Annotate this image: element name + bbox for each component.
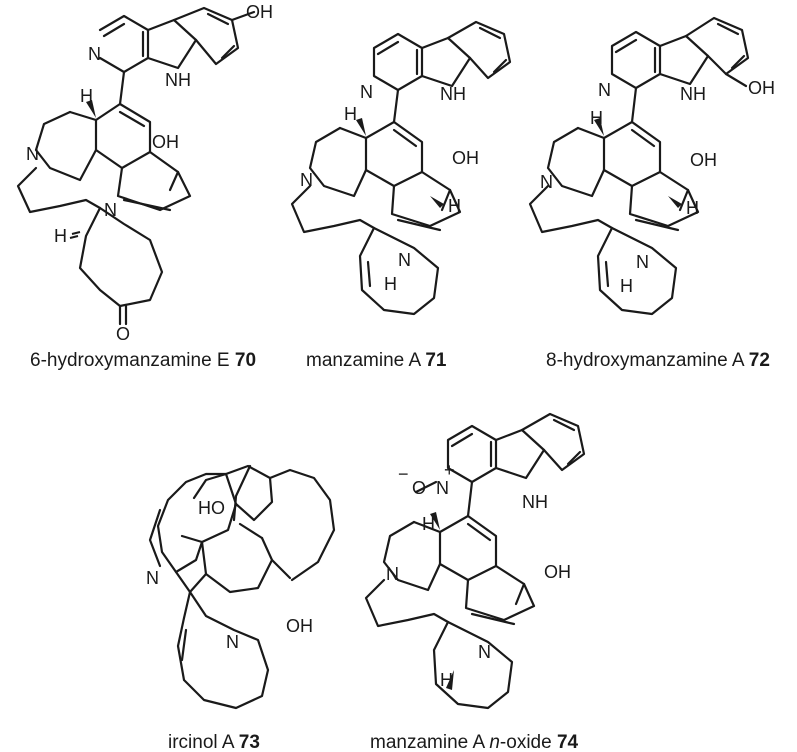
- oh-label: OH: [152, 132, 179, 152]
- oh-label: OH: [690, 150, 717, 170]
- n-label: N: [398, 250, 411, 270]
- compound-number: 71: [425, 350, 447, 371]
- ho-label: HO: [198, 498, 225, 518]
- n-label: N: [478, 642, 491, 662]
- n-label: N: [636, 252, 649, 272]
- nh-label: NH: [522, 492, 548, 512]
- n-label: N: [598, 80, 611, 100]
- o-label: O: [116, 324, 130, 344]
- compound-name-suffix: -oxide: [500, 732, 552, 752]
- compound-number: 73: [239, 732, 260, 752]
- h-label: H: [448, 196, 461, 216]
- oh-label: OH: [748, 78, 775, 98]
- structure-70: [16, 6, 256, 326]
- oh-label: OH: [544, 562, 571, 582]
- oh-label: OH: [246, 2, 273, 22]
- compound-name-italic: n: [489, 732, 500, 752]
- nh-label: NH: [680, 84, 706, 104]
- n-label: N: [146, 568, 159, 588]
- n-label: N: [540, 172, 553, 192]
- compound-name: manzamine A: [306, 350, 421, 371]
- h-label: H: [54, 226, 67, 246]
- n-label: N: [360, 82, 373, 102]
- minus-label: −: [398, 464, 409, 484]
- nh-label: NH: [165, 70, 191, 90]
- compound-caption-74: manzamine A n-oxide 74: [370, 732, 579, 752]
- o-minus-label: O: [412, 478, 426, 498]
- h-label: H: [686, 198, 699, 218]
- oh-label: OH: [286, 616, 313, 636]
- structure-72: [528, 16, 750, 316]
- n-label: N: [104, 200, 117, 220]
- compound-number: 70: [235, 350, 256, 371]
- plus-label: +: [444, 460, 455, 480]
- oh-label: OH: [452, 148, 479, 168]
- compound-caption-73: ircinol A 73: [168, 732, 260, 752]
- n-label: N: [88, 44, 101, 64]
- n-label: N: [26, 144, 39, 164]
- compound-number: 72: [749, 350, 770, 371]
- h-label: H: [620, 276, 633, 296]
- compound-name-prefix: manzamine A: [370, 732, 489, 752]
- h-label: H: [590, 108, 603, 128]
- h-label: H: [344, 104, 357, 124]
- nh-label: NH: [440, 84, 466, 104]
- compound-name: ircinol A: [168, 732, 235, 752]
- structure-73: [148, 464, 336, 710]
- h-label: H: [422, 514, 435, 534]
- compound-caption-72: 8-hydroxymanzamine A 72: [546, 350, 770, 371]
- n-plus-label: N: [436, 478, 449, 498]
- h-label: H: [80, 86, 93, 106]
- compound-number: 74: [557, 732, 579, 752]
- compound-caption-70: 6-hydroxymanzamine E 70: [30, 350, 256, 371]
- compound-caption-71: manzamine A 71: [306, 350, 447, 371]
- h-label: H: [440, 670, 453, 690]
- n-label: N: [300, 170, 313, 190]
- structure-74: [364, 412, 586, 710]
- compound-name: 6-hydroxymanzamine E: [30, 350, 230, 371]
- n-label: N: [386, 564, 399, 584]
- compound-name: 8-hydroxymanzamine A: [546, 350, 745, 371]
- structure-71: [290, 20, 512, 316]
- n-label: N: [226, 632, 239, 652]
- h-label: H: [384, 274, 397, 294]
